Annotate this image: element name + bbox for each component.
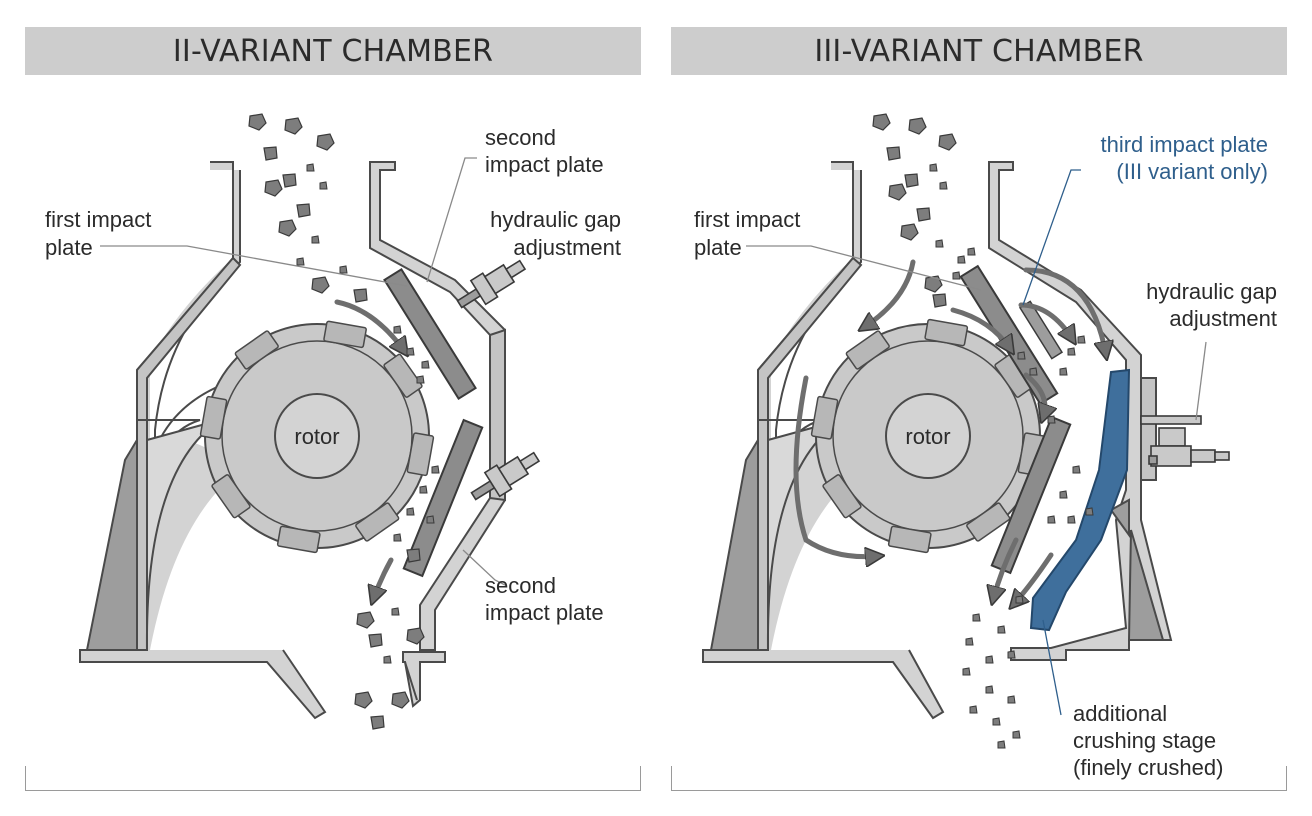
iii-hydraulic-label-2: adjustment [1169, 306, 1277, 331]
ii-first-impact-plate [383, 267, 477, 401]
iii-stage-label-3: (finely crushed) [1073, 755, 1223, 780]
ii-flow-arrows [334, 299, 405, 600]
ii-second-plate-top-label-1: second [485, 125, 556, 150]
iii-labels: third impact plate (III variant only) fi… [694, 132, 1277, 780]
ii-second-plate-bottom-label-1: second [485, 573, 556, 598]
ii-labels: first impact plate second impact plate h… [45, 125, 621, 625]
ii-variant-title: II-VARIANT CHAMBER [172, 33, 494, 69]
iii-variant-diagram: rotor [694, 113, 1277, 780]
iii-third-impact-plate [1029, 368, 1131, 632]
ii-variant-title-bar: II-VARIANT CHAMBER [25, 27, 641, 75]
ii-second-plate-top-label-2: impact plate [485, 152, 604, 177]
iii-third-plate-label-1: third impact plate [1100, 132, 1268, 157]
ii-first-plate-label-1: first impact [45, 207, 151, 232]
ii-variant-panel: II-VARIANT CHAMBER [25, 0, 641, 816]
iii-stage-label-1: additional [1073, 701, 1167, 726]
ii-hydraulic-label-2: adjustment [513, 235, 621, 260]
iii-third-plate-label-2: (III variant only) [1116, 159, 1268, 184]
iii-bottom-bracket [671, 766, 1287, 791]
ii-rotor-label: rotor [294, 424, 339, 449]
ii-bottom-bracket [25, 766, 641, 791]
iii-hydraulic [1140, 415, 1230, 467]
iii-flow-arrows [793, 259, 1106, 605]
iii-variant-title: III-VARIANT CHAMBER [814, 33, 1144, 69]
ii-second-plate-bottom-label-2: impact plate [485, 600, 604, 625]
iii-first-plate-label-2: plate [694, 235, 742, 260]
iii-hydraulic-label-1: hydraulic gap [1146, 279, 1277, 304]
iii-rotor-label: rotor [905, 424, 950, 449]
ii-hydraulic-bottom [470, 451, 541, 501]
ii-housing [79, 161, 506, 720]
ii-rotor: rotor [199, 320, 435, 554]
ii-variant-diagram: rotor [45, 113, 621, 730]
iii-first-plate-label-1: first impact [694, 207, 800, 232]
iii-stage-label-2: crushing stage [1073, 728, 1216, 753]
ii-hydraulic-top [456, 259, 527, 309]
iii-leader-lines [746, 169, 1207, 716]
iii-variant-panel: III-VARIANT CHAMBER [671, 0, 1287, 816]
iii-housing [702, 161, 1173, 720]
ii-hydraulic-label-1: hydraulic gap [490, 207, 621, 232]
ii-leader-lines [100, 157, 506, 586]
ii-second-impact-plate [402, 418, 484, 578]
ii-first-plate-label-2: plate [45, 235, 93, 260]
iii-variant-title-bar: III-VARIANT CHAMBER [671, 27, 1287, 75]
